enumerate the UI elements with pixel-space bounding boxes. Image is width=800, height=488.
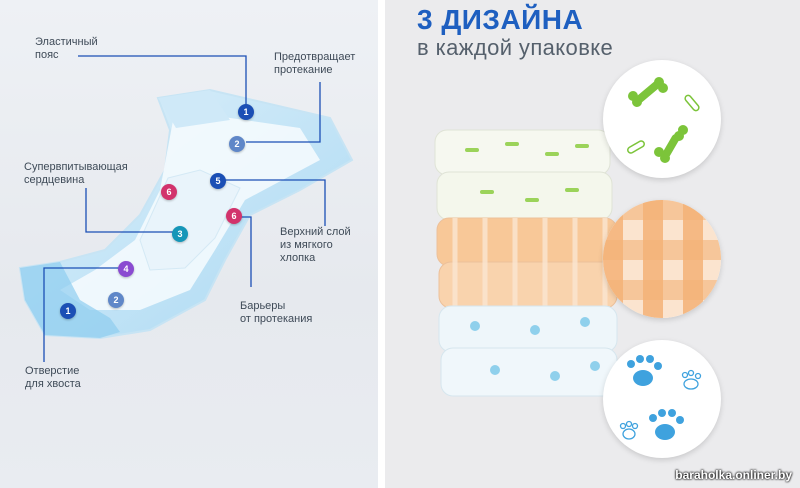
checker-pattern-circle <box>603 200 721 318</box>
checker-pattern-icon <box>603 200 721 318</box>
paw-pattern-icon <box>619 355 702 440</box>
bone-pattern-icon <box>627 77 700 163</box>
label-leak-barriers: Барьеры от протекания <box>240 300 313 325</box>
badge-6-left: 6 <box>161 184 177 200</box>
badge-5: 5 <box>210 173 226 189</box>
badge-1-top: 1 <box>238 104 254 120</box>
diaper-stack-illustration <box>434 129 618 397</box>
diaper-diagram-panel: Эластичный пояс Предотвращает протекание… <box>0 0 378 488</box>
badge-2-bottom: 2 <box>108 292 124 308</box>
paw-pattern-circle <box>603 340 721 458</box>
panel-divider <box>378 0 385 488</box>
badge-3: 3 <box>172 226 188 242</box>
badge-2-top: 2 <box>229 136 245 152</box>
label-elastic-belt: Эластичный пояс <box>35 36 98 61</box>
bone-pattern-circle <box>603 60 721 178</box>
watermark: baraholka.onliner.by <box>675 468 792 482</box>
label-tail-hole: Отверстие для хвоста <box>25 365 81 390</box>
label-prevents-leak: Предотвращает протекание <box>274 51 356 76</box>
label-top-layer: Верхний слой из мягкого хлопка <box>280 226 351 264</box>
designs-panel: 3 ДИЗАЙНА в каждой упаковке <box>385 0 800 488</box>
label-super-core: Супервпитывающая сердцевина <box>24 161 128 186</box>
designs-title: 3 ДИЗАЙНА <box>417 4 584 35</box>
designs-subtitle: в каждой упаковке <box>417 35 614 60</box>
badge-1-bottom: 1 <box>60 303 76 319</box>
badge-6-right: 6 <box>226 208 242 224</box>
badge-4: 4 <box>118 261 134 277</box>
